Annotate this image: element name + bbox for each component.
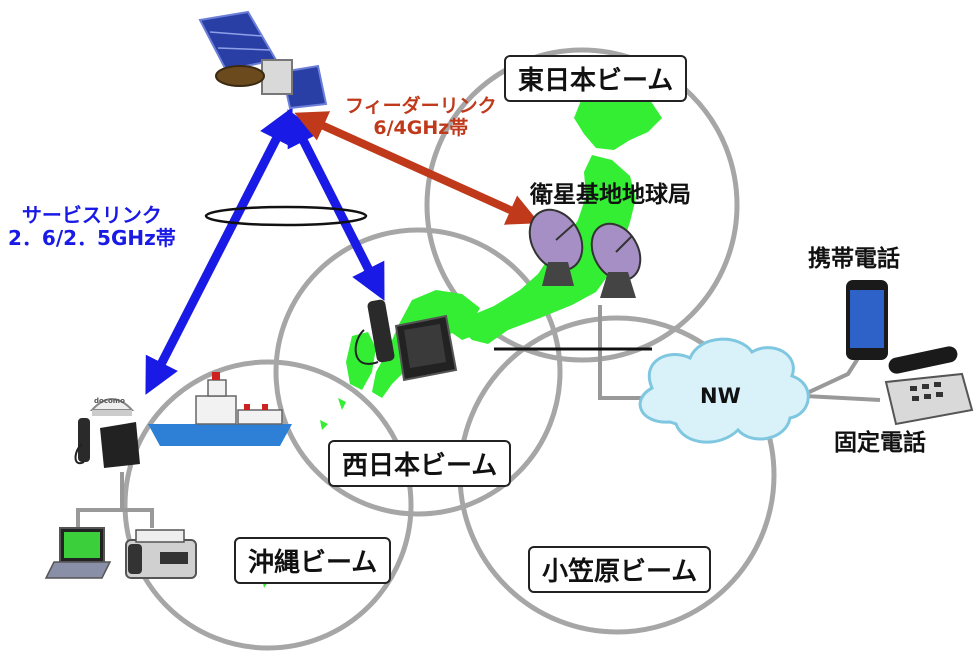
ship-icon [148,372,292,446]
terminal-brand-label: docomo [94,397,125,405]
feeder-link-label-line1: フィーダーリンク [345,95,497,117]
east-japan-beam-label: 東日本ビーム [504,55,688,102]
ground-station-dish-icon [528,208,642,298]
maritime-terminal-icon [74,398,140,468]
mobile-phone-label: 携帯電話 [808,246,900,272]
service-link-label: サービスリンク 2．6/2．5GHz帯 [8,204,176,250]
fax-icon [125,529,197,579]
service-link-label-line2: 2．6/2．5GHz帯 [8,226,176,250]
ground-station-label: 衛星基地地球局 [530,182,691,208]
service-link-arrow-terminal [145,107,293,395]
lan-link-fax [122,508,154,528]
okinawa-beam-label: 沖縄ビーム [234,537,392,584]
ogasawara-beam-label: 小笠原ビーム [528,546,712,593]
lan-link-laptop [76,472,124,528]
feeder-link-arrow [294,111,540,225]
network-link-station [598,305,652,400]
service-link-label-line1: サービスリンク [21,203,162,227]
feeder-link-label: フィーダーリンク 6/4GHz帯 [345,95,497,140]
network-cloud [638,337,810,444]
service-link-ring [204,205,368,227]
satellite-phone-icon [354,299,458,382]
network-link-fixed [804,394,881,402]
network-label: NW [700,384,741,408]
west-japan-beam-label: 西日本ビーム [328,440,512,487]
satellite-icon [198,10,328,110]
mobile-phone-icon [846,280,888,360]
fixed-phone-label: 固定電話 [834,430,926,456]
feeder-link-label-line2: 6/4GHz帯 [373,116,469,139]
laptop-icon [44,527,112,579]
fixed-phone-icon [884,346,974,426]
